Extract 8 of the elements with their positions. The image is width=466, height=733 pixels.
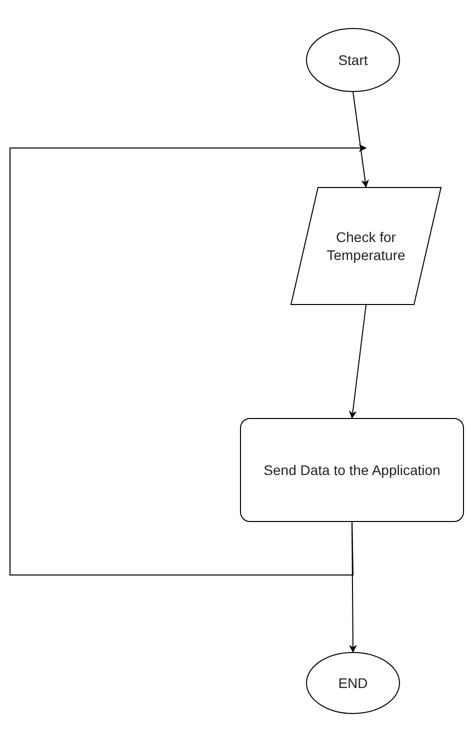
node-label: END xyxy=(338,674,368,692)
arrow xyxy=(352,92,369,188)
node-label: Start xyxy=(338,51,368,69)
process-box xyxy=(240,418,464,522)
node-label: Check for Temperature xyxy=(326,228,406,264)
node-label: Send Data to the Application xyxy=(264,461,440,479)
arrow xyxy=(348,304,366,419)
arrow xyxy=(10,144,367,576)
